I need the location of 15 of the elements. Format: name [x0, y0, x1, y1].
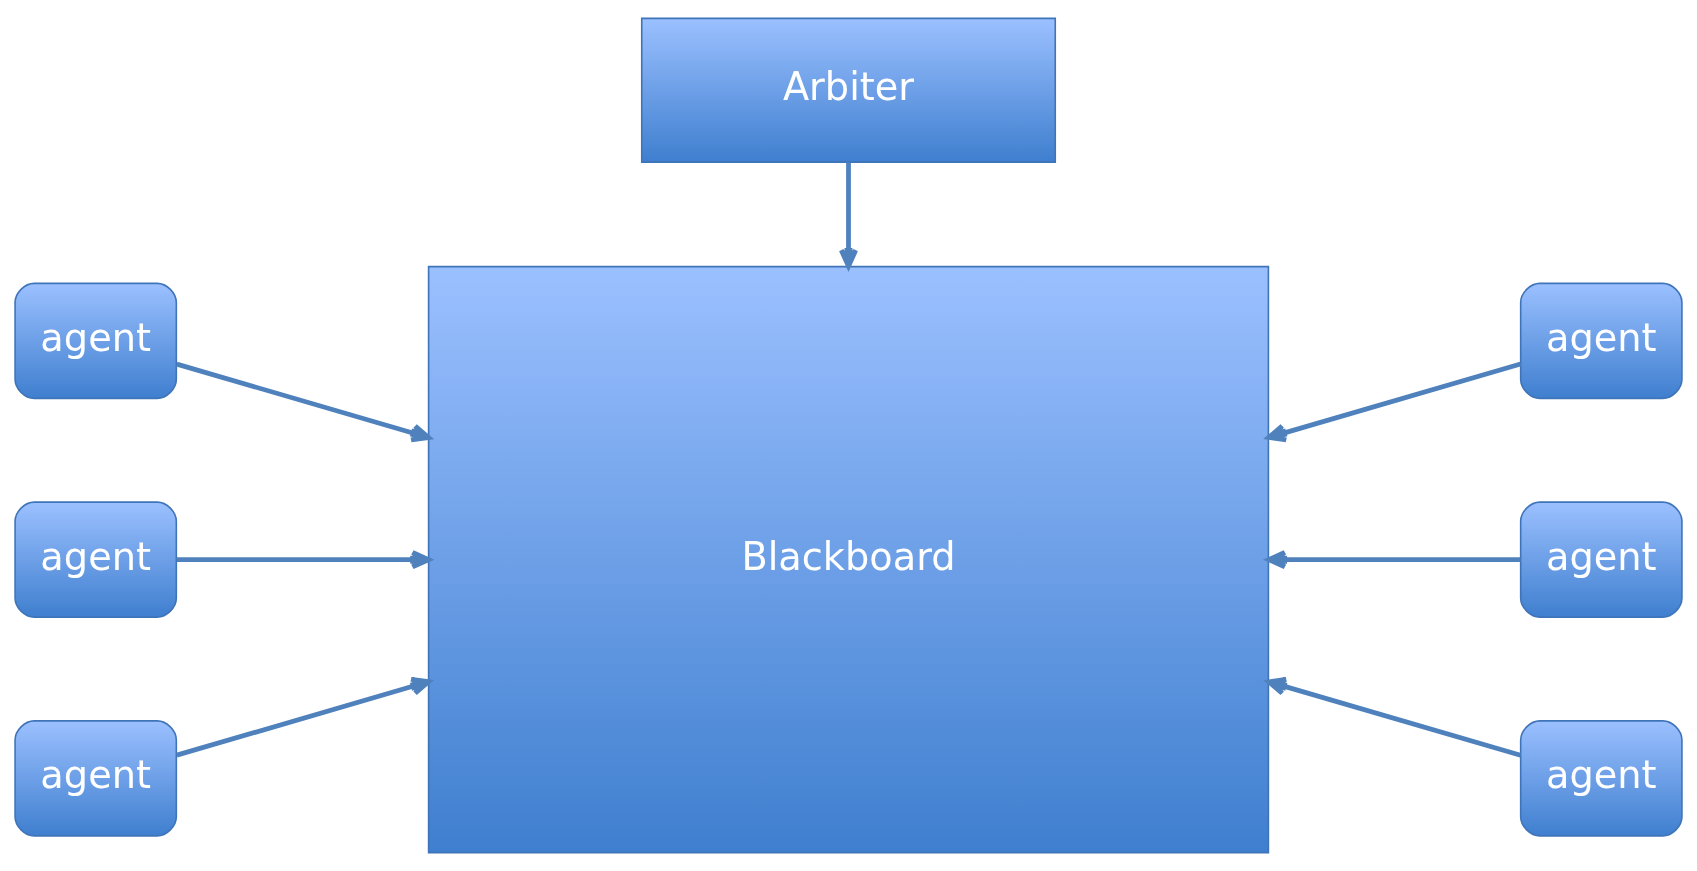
node-box: Arbiter — [640, 17, 1057, 163]
arrow — [1266, 676, 1522, 758]
node-box: agent — [1519, 501, 1683, 618]
node-box: agent — [14, 720, 178, 837]
arrow — [176, 676, 431, 758]
arrow — [176, 550, 431, 570]
node-box: Blackboard — [427, 265, 1270, 854]
node-box: agent — [1519, 720, 1683, 837]
node-box: agent — [14, 282, 178, 400]
arrow — [1266, 550, 1521, 570]
node-box: agent — [1519, 282, 1683, 400]
arrow — [176, 361, 431, 443]
node-box: agent — [14, 501, 178, 618]
arrow — [838, 162, 859, 269]
arrow — [1266, 361, 1522, 443]
